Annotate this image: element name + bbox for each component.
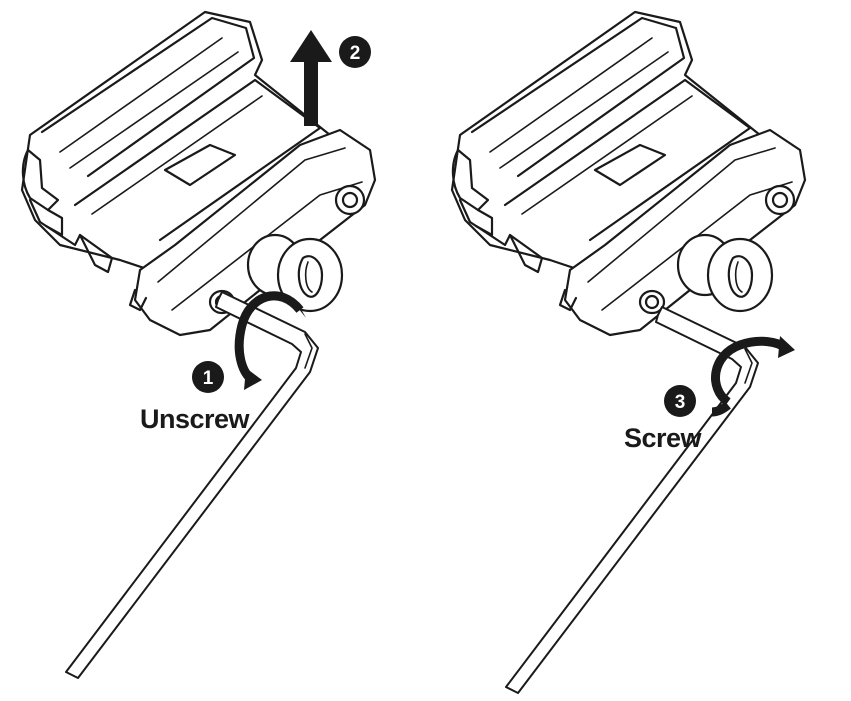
svg-text:1: 1 (203, 368, 214, 389)
svg-text:2: 2 (350, 43, 361, 64)
right-mount-assembly (450, 10, 807, 694)
step-1-label: Unscrew (140, 404, 251, 434)
svg-text:3: 3 (675, 392, 686, 413)
counterclockwise-arrow-icon (234, 291, 306, 390)
left-mount-assembly (20, 10, 377, 679)
step-1-badge: 1 (192, 361, 224, 393)
clockwise-arrow-icon (711, 336, 795, 417)
step-3-label: Screw (624, 423, 703, 453)
up-arrow-icon (290, 30, 332, 126)
step-3-badge: 3 (664, 385, 696, 417)
step-2-badge: 2 (339, 36, 371, 68)
